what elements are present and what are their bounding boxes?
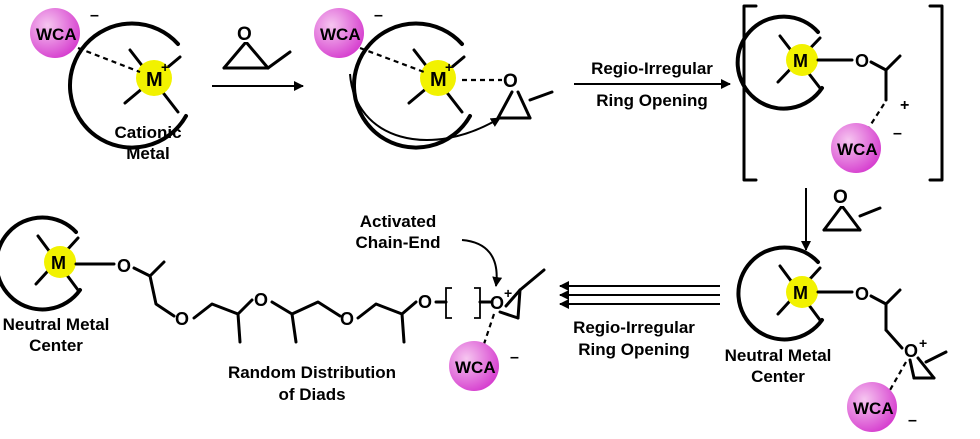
neutral-left-line2: Center xyxy=(29,336,83,355)
wca-sphere xyxy=(831,123,881,173)
oxygen-label: O xyxy=(418,292,432,312)
regio-top-line2: Ring Opening xyxy=(596,91,707,110)
wca-charge: – xyxy=(908,412,917,429)
neutral-metal-polymer: M O O O O O O + WCA – xyxy=(0,215,546,391)
epoxide-monomer: O xyxy=(822,184,882,232)
regio-bottom-line2: Ring Opening xyxy=(578,340,689,359)
wca-charge: – xyxy=(90,7,99,24)
regio-bottom-line1: Regio-Irregular xyxy=(573,318,695,337)
activated-line1: Activated xyxy=(360,212,437,231)
attack-arrow xyxy=(349,73,501,141)
ion-pair-dash xyxy=(77,46,141,74)
chain-end-oxygen: O xyxy=(490,293,504,313)
wca-label: WCA xyxy=(320,25,361,44)
activated-line2: Chain-End xyxy=(356,233,441,252)
metal-label: M xyxy=(793,51,808,71)
neutral-metal-oxonium-complex: M O O + WCA – xyxy=(736,245,948,432)
chain-end-pointer xyxy=(461,239,503,287)
random-distribution-line2: of Diads xyxy=(278,385,345,404)
coordinated-epoxide-complex: M + WCA – O xyxy=(314,7,554,150)
oxygen-label: O xyxy=(237,24,252,45)
neutral-right-line1: Neutral Metal xyxy=(725,346,832,365)
regio-top-line1: Regio-Irregular xyxy=(591,59,713,78)
wca-charge: – xyxy=(893,125,902,142)
oxygen-label: O xyxy=(340,309,354,329)
oxygen-label: O xyxy=(175,309,189,329)
epoxide-monomer: O xyxy=(222,20,292,70)
metal-label: M xyxy=(430,69,447,91)
metal-charge: + xyxy=(161,59,169,75)
wca-label: WCA xyxy=(837,140,878,159)
carbocation-charge: + xyxy=(900,97,909,114)
oxygen-label: O xyxy=(855,284,869,304)
cationic-label-line1: Cationic xyxy=(114,123,181,142)
cationic-metal-complex: M + WCA – xyxy=(30,7,188,150)
oxygen-label: O xyxy=(117,256,131,276)
wca-sphere xyxy=(449,341,499,391)
wca-charge: – xyxy=(374,7,383,24)
metal-label: M xyxy=(51,253,66,273)
metal-label: M xyxy=(793,283,808,303)
random-distribution-line1: Random Distribution xyxy=(228,363,396,382)
wca-sphere xyxy=(30,8,80,58)
wca-sphere xyxy=(847,382,897,432)
oxonium-oxygen: O xyxy=(904,341,918,361)
oxygen-label: O xyxy=(503,71,518,92)
wca-label: WCA xyxy=(455,358,496,377)
oxygen-label: O xyxy=(855,51,869,71)
propagation-arrows xyxy=(559,281,720,309)
neutral-left-line1: Neutral Metal xyxy=(3,315,110,334)
oxonium-charge: + xyxy=(919,335,927,351)
chain-end-charge: + xyxy=(504,285,512,301)
metal-charge: + xyxy=(445,59,453,75)
wca-charge: – xyxy=(510,349,519,366)
oxygen-label: O xyxy=(254,290,268,310)
carbocation-intermediate: M O + WCA – xyxy=(735,4,944,182)
metal-center-highlight xyxy=(136,60,172,96)
metal-label: M xyxy=(146,69,163,91)
cationic-label-line2: Metal xyxy=(126,144,169,163)
oxygen-label: O xyxy=(833,187,848,208)
wca-label: WCA xyxy=(853,399,894,418)
wca-label: WCA xyxy=(36,25,77,44)
wca-sphere xyxy=(314,8,364,58)
neutral-right-line2: Center xyxy=(751,367,805,386)
